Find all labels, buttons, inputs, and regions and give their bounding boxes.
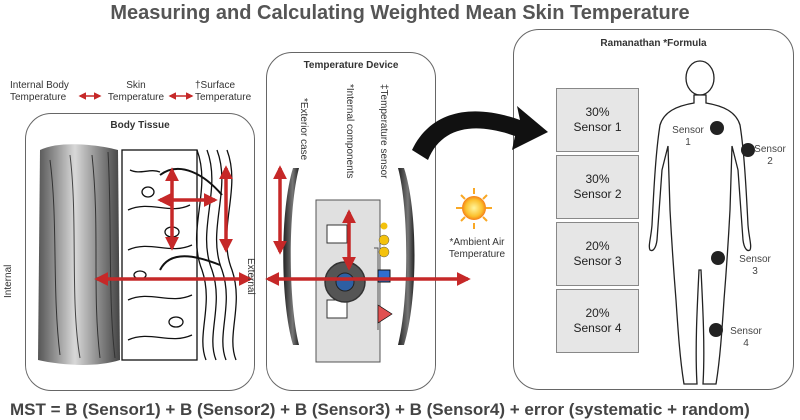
body-sensor-label-2: Sensor 2 [754, 144, 786, 167]
internal-label: Internal [3, 264, 14, 298]
mst-formula: MST = B (Sensor1) + B (Sensor2) + B (Sen… [10, 400, 750, 419]
sensor-2-name: Sensor 2 [573, 187, 622, 201]
exterior-case-left [283, 168, 299, 345]
sensor-box-3: 20% Sensor 3 [556, 222, 639, 286]
sensor-2-weight: 30% [585, 172, 610, 186]
legend-surface-label: †Surface Temperature [195, 80, 252, 103]
body-sensor-dot-1 [710, 121, 724, 135]
body-sensor-label-1: Sensor 1 [672, 125, 704, 148]
temperature-device-title: Temperature Device [303, 60, 399, 71]
body-tissue-title: Body Tissue [110, 120, 170, 131]
sensor-box-4: 20% Sensor 4 [556, 289, 639, 353]
ramanathan-title: Ramanathan *Formula [600, 38, 707, 49]
sensor-1-name: Sensor 1 [573, 120, 622, 134]
external-label: External [245, 258, 256, 295]
curved-arrow-icon [412, 106, 548, 160]
body-sensor-dot-3 [711, 251, 725, 265]
sun-icon [456, 188, 492, 229]
legend-internal-label: Internal Body Temperature [10, 80, 69, 103]
temperature-sensor-label: ‡Temperature sensor [378, 84, 389, 179]
sensor-4-weight: 20% [585, 306, 610, 320]
sensor-box-1: 30% Sensor 1 [556, 88, 639, 152]
muscle-illustration [38, 144, 120, 365]
body-sensor-label-4: Sensor 4 [730, 326, 762, 349]
exterior-case-label: *Exterior case [298, 98, 309, 161]
tissue-layers [121, 149, 237, 361]
sensor-4-name: Sensor 4 [573, 321, 622, 335]
sensor-3-name: Sensor 3 [573, 254, 622, 268]
sensor-3-weight: 20% [585, 239, 610, 253]
sensor-box-2: 30% Sensor 2 [556, 155, 639, 219]
body-sensor-dot-2 [741, 143, 755, 157]
exterior-case-right [398, 168, 415, 345]
body-sensor-label-3: Sensor 3 [739, 254, 771, 277]
legend-skin-label: Skin Temperature [107, 80, 165, 103]
ambient-air-label: *Ambient Air Temperature [448, 237, 506, 260]
internal-components-label: *Internal components [344, 84, 355, 179]
diagram-title: Measuring and Calculating Weighted Mean … [110, 2, 690, 24]
body-silhouette [648, 60, 752, 385]
sensor-1-weight: 30% [585, 105, 610, 119]
body-sensor-dot-4 [709, 323, 723, 337]
